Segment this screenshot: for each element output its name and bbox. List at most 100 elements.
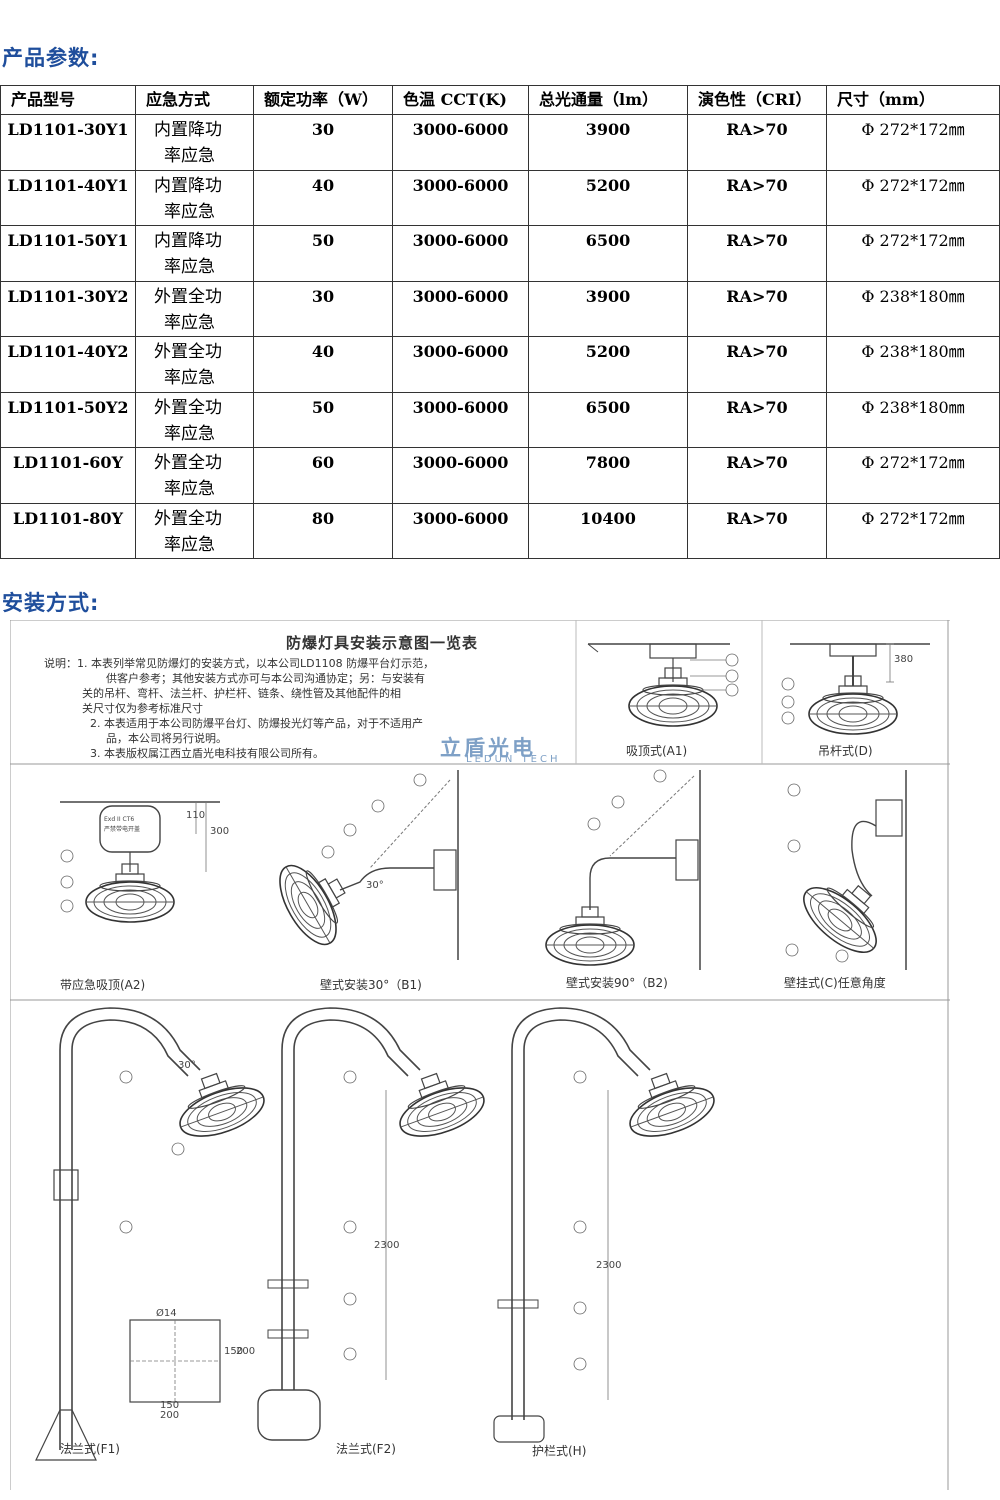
cell-power: 30 (253, 280, 393, 337)
lamp-a2 (60, 801, 220, 923)
caption-d: 吊杆式(D) (818, 744, 873, 758)
section-title-params: 产品参数: (2, 46, 100, 70)
cell-cri: RA>70 (687, 169, 827, 226)
cell-dim: Φ 238*180㎜ (826, 336, 1000, 393)
cell-dim: Φ 238*180㎜ (826, 391, 1000, 448)
cell-power: 40 (253, 336, 393, 393)
lamp-a1 (587, 643, 739, 727)
cell-cri: RA>70 (687, 391, 827, 448)
table-header-row: 产品型号 应急方式 额定功率（W） 色温 CCT(K) 总光通量（lm） 演色性… (0, 85, 1000, 115)
header-cct: 色温 CCT(K) (392, 85, 529, 115)
cell-cct: 3000-6000 (392, 336, 529, 393)
brand-logo-cn: 立盾光电 (440, 736, 536, 760)
dim-angle-30b: 30° (178, 1060, 196, 1071)
note-line: 品，本公司将另行说明。 (106, 732, 227, 745)
cell-model: LD1101-50Y2 (0, 391, 136, 448)
table-row: LD1101-30Y1 内置降功率应急 30 3000-6000 3900 RA… (0, 114, 1000, 171)
dim-200: 200 (160, 1410, 180, 1421)
cell-lumen: 6500 (528, 391, 688, 448)
cell-power: 30 (253, 114, 393, 171)
diagram-frames (10, 620, 950, 1490)
dim-phi14: Ø14 (156, 1308, 177, 1319)
lamp-c (785, 770, 907, 970)
note-line: 3. 本表版权属江西立盾光电科技有限公司所有。 (90, 747, 324, 760)
cell-cct: 3000-6000 (392, 114, 529, 171)
cell-cri: RA>70 (687, 114, 827, 171)
table-row: LD1101-50Y2 外置全功率应急 50 3000-6000 6500 RA… (0, 391, 1000, 448)
cell-model: LD1101-80Y (0, 502, 136, 559)
cell-mode: 内置降功率应急 (135, 169, 254, 226)
caption-c: 壁挂式(C)任意角度 (784, 976, 886, 990)
cell-lumen: 5200 (528, 169, 688, 226)
dim-150: 150 (160, 1400, 180, 1411)
cell-dim: Φ 272*172㎜ (826, 114, 1000, 171)
cell-power: 80 (253, 502, 393, 559)
lamp-b1 (267, 770, 459, 960)
cell-mode: 外置全功率应急 (135, 391, 254, 448)
cell-mode: 内置降功率应急 (135, 225, 254, 282)
cell-cri: RA>70 (687, 225, 827, 282)
cell-lumen: 5200 (528, 336, 688, 393)
dim-300: 300 (210, 826, 230, 837)
header-mode: 应急方式 (135, 85, 254, 115)
cell-dim: Φ 272*172㎜ (826, 447, 1000, 504)
dim-380: 380 (894, 654, 914, 665)
header-power: 额定功率（W） (253, 85, 393, 115)
box-label-1: Exd II CT6 (104, 816, 135, 823)
cell-model: LD1101-40Y2 (0, 336, 136, 393)
cell-cct: 3000-6000 (392, 447, 529, 504)
cell-dim: Φ 272*172㎜ (826, 502, 1000, 559)
cell-cri: RA>70 (687, 336, 827, 393)
cell-cri: RA>70 (687, 280, 827, 337)
cell-lumen: 6500 (528, 225, 688, 282)
cell-cri: RA>70 (687, 447, 827, 504)
caption-b2: 壁式安装90°（B2) (566, 976, 668, 990)
box-label-2: 严禁带电开盖 (104, 826, 141, 833)
cell-cct: 3000-6000 (392, 502, 529, 559)
brand-logo-en: LEDUN TECH (466, 754, 561, 765)
note-line: 说明：1. 本表列举常见防爆灯的安装方式，以本公司LD1108 防爆平台灯示范， (44, 657, 435, 670)
cell-model: LD1101-60Y (0, 447, 136, 504)
cell-lumen: 10400 (528, 502, 688, 559)
installation-diagram: 防爆灯具安装示意图一览表 说明：1. 本表列举常见防爆灯的安装方式，以本公司LD… (10, 620, 950, 1490)
lamp-b2 (545, 769, 701, 970)
diagram-drawing (10, 620, 950, 1490)
cell-dim: Φ 238*180㎜ (826, 280, 1000, 337)
dim-v150: 150 (224, 1346, 244, 1357)
table-row: LD1101-60Y 外置全功率应急 60 3000-6000 7800 RA>… (0, 447, 1000, 504)
note-line: 关尺寸仅为参考标准尺寸 (82, 702, 203, 715)
header-model: 产品型号 (0, 85, 136, 115)
table-row: LD1101-30Y2 外置全功率应急 30 3000-6000 3900 RA… (0, 280, 1000, 337)
note-line: 供客户参考；其他安装方式亦可与本公司沟通协定；另：与安装有 (106, 672, 425, 685)
table-row: LD1101-80Y 外置全功率应急 80 3000-6000 10400 RA… (0, 502, 1000, 559)
caption-a2: 带应急吸顶(A2) (60, 978, 146, 992)
dim-2300a: 2300 (374, 1240, 400, 1251)
cell-model: LD1101-40Y1 (0, 169, 136, 226)
cell-model: LD1101-50Y1 (0, 225, 136, 282)
cell-lumen: 3900 (528, 114, 688, 171)
cell-mode: 外置全功率应急 (135, 280, 254, 337)
dim-v200: 200 (236, 1346, 256, 1357)
cell-model: LD1101-30Y1 (0, 114, 136, 171)
dim-110: 110 (186, 810, 206, 821)
cell-cct: 3000-6000 (392, 280, 529, 337)
caption-b1: 壁式安装30°（B1) (320, 978, 422, 992)
dim-2300b: 2300 (596, 1260, 622, 1271)
header-dim: 尺寸（mm） (826, 85, 1000, 115)
table-row: LD1101-40Y2 外置全功率应急 40 3000-6000 5200 RA… (0, 336, 1000, 393)
cell-mode: 内置降功率应急 (135, 114, 254, 171)
cell-cct: 3000-6000 (392, 169, 529, 226)
cell-cct: 3000-6000 (392, 225, 529, 282)
header-cri: 演色性（CRI） (687, 85, 827, 115)
table-row: LD1101-40Y1 内置降功率应急 40 3000-6000 5200 RA… (0, 169, 1000, 226)
pole-f1 (35, 1007, 271, 1461)
cell-power: 40 (253, 169, 393, 226)
cell-dim: Φ 272*172㎜ (826, 169, 1000, 226)
cell-lumen: 3900 (528, 280, 688, 337)
section-title-install: 安装方式: (2, 591, 100, 615)
cell-power: 50 (253, 225, 393, 282)
diagram-title: 防爆灯具安装示意图一览表 (286, 634, 479, 652)
caption-a1: 吸顶式(A1) (626, 744, 688, 758)
table-row: LD1101-50Y1 内置降功率应急 50 3000-6000 6500 RA… (0, 225, 1000, 282)
cell-mode: 外置全功率应急 (135, 447, 254, 504)
